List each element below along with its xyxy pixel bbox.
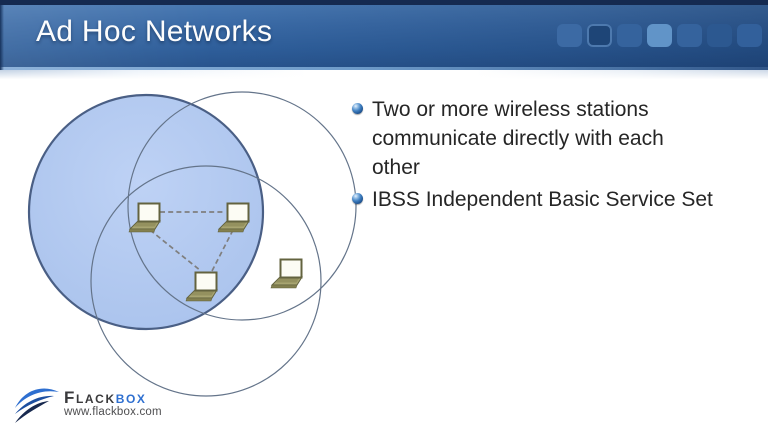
wireless-link xyxy=(149,229,202,272)
header-deco-square xyxy=(647,24,672,47)
header-deco-square xyxy=(587,24,612,47)
header-deco-squares xyxy=(557,24,767,47)
logo-text-block: Flackbox www.flackbox.com xyxy=(64,383,162,418)
header-deco-square xyxy=(737,24,762,47)
slide-header: Ad Hoc Networks xyxy=(0,0,768,70)
bullet-text: IBSS Independent Basic Service Set xyxy=(372,188,713,211)
flackbox-swoosh-icon xyxy=(15,388,59,423)
bullet-list: Two or more wireless stations communicat… xyxy=(352,95,754,217)
radio-range-station-2 xyxy=(127,91,357,321)
bullet-sphere-icon xyxy=(352,103,363,114)
bullet-item: Two or more wireless stations communicat… xyxy=(352,95,754,182)
logo-name-secondary: box xyxy=(115,388,147,407)
logo-name-primary: Flack xyxy=(64,388,116,407)
bullet-item: IBSS Independent Basic Service Set xyxy=(352,185,754,214)
header-deco-square xyxy=(617,24,642,47)
header-top-strip xyxy=(0,0,768,5)
radio-range-station-3 xyxy=(90,165,322,397)
header-deco-square xyxy=(557,24,582,47)
flackbox-logo[interactable]: Flackbox www.flackbox.com xyxy=(13,383,162,425)
header-deco-square xyxy=(677,24,702,47)
bullet-sphere-icon xyxy=(352,193,363,204)
bullet-text: Two or more wireless stations communicat… xyxy=(372,98,664,179)
header-deco-square xyxy=(707,24,732,47)
header-bottom-glow xyxy=(0,70,768,81)
slide-title: Ad Hoc Networks xyxy=(36,15,273,48)
logo-url: www.flackbox.com xyxy=(64,406,162,418)
logo-wordmark: Flackbox xyxy=(64,388,162,407)
station-4-laptop-icon xyxy=(270,258,303,289)
